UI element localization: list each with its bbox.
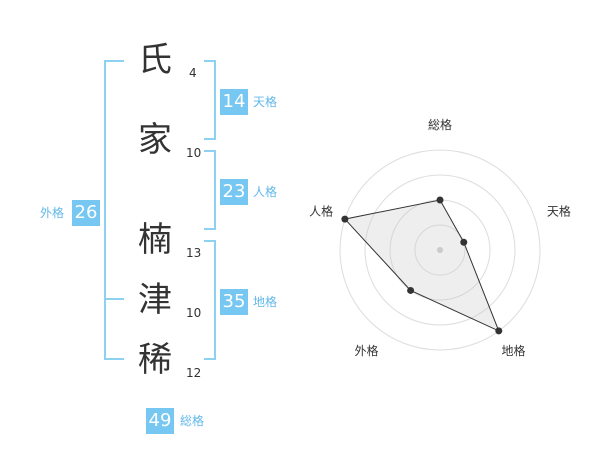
chikaku-bracket [204,240,216,360]
name-char-2: 家 [138,120,172,160]
radar-ring-4 [339,149,541,351]
stroke-count-1: 4 [189,66,197,80]
name-char-5: 稀 [138,340,172,380]
soukaku-badge: 49 [146,408,174,434]
radar-center-dot [437,247,443,253]
gaikaku-badge: 26 [72,200,100,226]
radar-axis-label-1: 総格 [428,117,452,132]
chikaku-badge: 35 [220,289,248,315]
gaikaku-bracket-lower-tick [104,298,124,300]
tenkaku-bracket [204,60,216,140]
radar-axis-label-5: 人格 [309,203,333,218]
jinkaku-bracket [204,150,216,230]
name-char-1: 氏 [138,40,172,80]
jinkaku-badge: 23 [220,179,248,205]
radar-point-4 [407,286,415,294]
jinkaku-label: 人格 [253,185,278,199]
gaikaku-bracket [104,60,124,360]
radar-axis-label-3: 地格 [501,343,525,358]
name-char-4: 津 [138,280,172,320]
radar-point-5 [341,215,349,223]
soukaku-label: 総格 [180,414,205,428]
radar-point-3 [495,327,503,335]
radar-data-polygon [343,199,500,332]
radar-axis-label-4: 外格 [355,343,379,358]
radar-axis-label-2: 天格 [547,203,571,218]
stroke-count-5: 12 [186,366,202,380]
gaikaku-label: 外格 [40,206,65,220]
tenkaku-label: 天格 [253,95,278,109]
name-char-3: 楠 [138,220,172,260]
radar-ring-1 [414,224,466,276]
stroke-count-2: 10 [186,146,202,160]
radar-ring-3 [364,174,516,326]
chikaku-label: 地格 [253,295,278,309]
stroke-count-3: 13 [186,246,202,260]
radar-point-2 [460,238,468,246]
stroke-count-4: 10 [186,306,202,320]
radar-point-1 [436,196,444,204]
tenkaku-badge: 14 [220,89,248,115]
